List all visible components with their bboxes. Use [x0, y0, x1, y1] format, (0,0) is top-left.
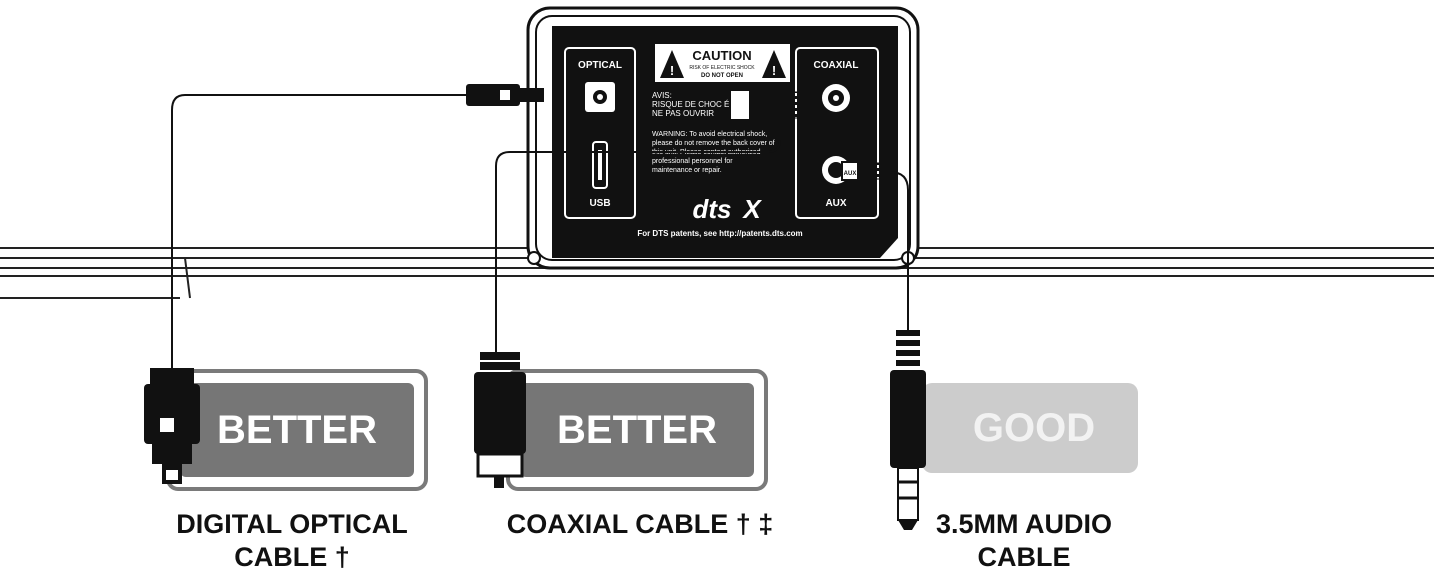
aux-cable-wire	[889, 171, 909, 330]
dts-logo-x: X	[741, 194, 762, 224]
svg-text:maintenance or repair.: maintenance or repair.	[652, 167, 722, 174]
caution-line2: DO NOT OPEN	[701, 73, 743, 79]
caption-optical-line2: CABLE †	[234, 542, 350, 572]
coaxial-aux-frame	[795, 47, 879, 219]
svg-text:AUX: AUX	[844, 171, 857, 177]
coaxial-plug	[474, 352, 526, 488]
optical-cable-wire	[171, 94, 470, 370]
badge-text: GOOD	[973, 406, 1095, 450]
svg-text:!: !	[670, 63, 674, 78]
avis-line3: NE PAS OUVRIR	[652, 109, 714, 118]
cables	[171, 94, 909, 370]
svg-text:WARNING: To avoid electrical s: WARNING: To avoid electrical shock,	[652, 131, 767, 138]
patents-text: For DTS patents, see http://patents.dts.…	[637, 229, 802, 238]
usb-label: USB	[589, 198, 610, 209]
caption-aux-line2: CABLE	[978, 542, 1071, 572]
coaxial-label: COAXIAL	[814, 60, 859, 71]
caption-coaxial: COAXIAL CABLE † ‡	[507, 509, 774, 539]
badge-fill	[180, 383, 414, 477]
caption-aux-line1: 3.5MM AUDIO	[936, 509, 1112, 539]
avis-line2: RISQUE DE CHOC É...	[652, 100, 736, 109]
usb-port	[592, 141, 608, 189]
badge-coaxial: BETTER	[506, 369, 768, 491]
caption-optical-line1: DIGITAL OPTICAL	[176, 509, 408, 539]
badge-aux: GOOD	[922, 383, 1138, 473]
caution-line1: RISK OF ELECTRIC SHOCK	[689, 65, 755, 71]
coaxial-cable-wire	[495, 108, 781, 355]
avis-line1: AVIS:	[652, 91, 672, 100]
svg-text:please do not remove the back: please do not remove the back cover of	[652, 140, 775, 147]
screw-icon	[527, 251, 541, 265]
badge-fill	[922, 383, 1138, 473]
warning-triangle-icon	[660, 50, 684, 78]
caution-title: CAUTION	[692, 48, 751, 63]
panel-plate	[552, 26, 898, 258]
badge-optical: BETTER	[166, 369, 428, 491]
aux-plug-top: AUX	[841, 161, 889, 181]
badge-fill	[520, 383, 754, 477]
dts-logo: dts	[693, 194, 732, 224]
badge-text: BETTER	[557, 408, 717, 452]
svg-text:!: !	[772, 63, 776, 78]
optical-label: OPTICAL	[578, 60, 622, 71]
optical-plug	[144, 368, 200, 484]
coaxial-plug-top	[729, 89, 814, 121]
optical-plug-top	[466, 84, 544, 106]
back-panel: OPTICAL USB ! ! CAUTION RISK OF ELECTRIC…	[526, 6, 920, 270]
warning-triangle-icon	[762, 50, 786, 78]
svg-text:professional personnel for: professional personnel for	[652, 158, 733, 165]
badge-text: BETTER	[217, 408, 377, 452]
aux-plug	[890, 330, 926, 530]
optical-usb-frame	[564, 47, 636, 219]
aux-label: AUX	[825, 198, 846, 209]
